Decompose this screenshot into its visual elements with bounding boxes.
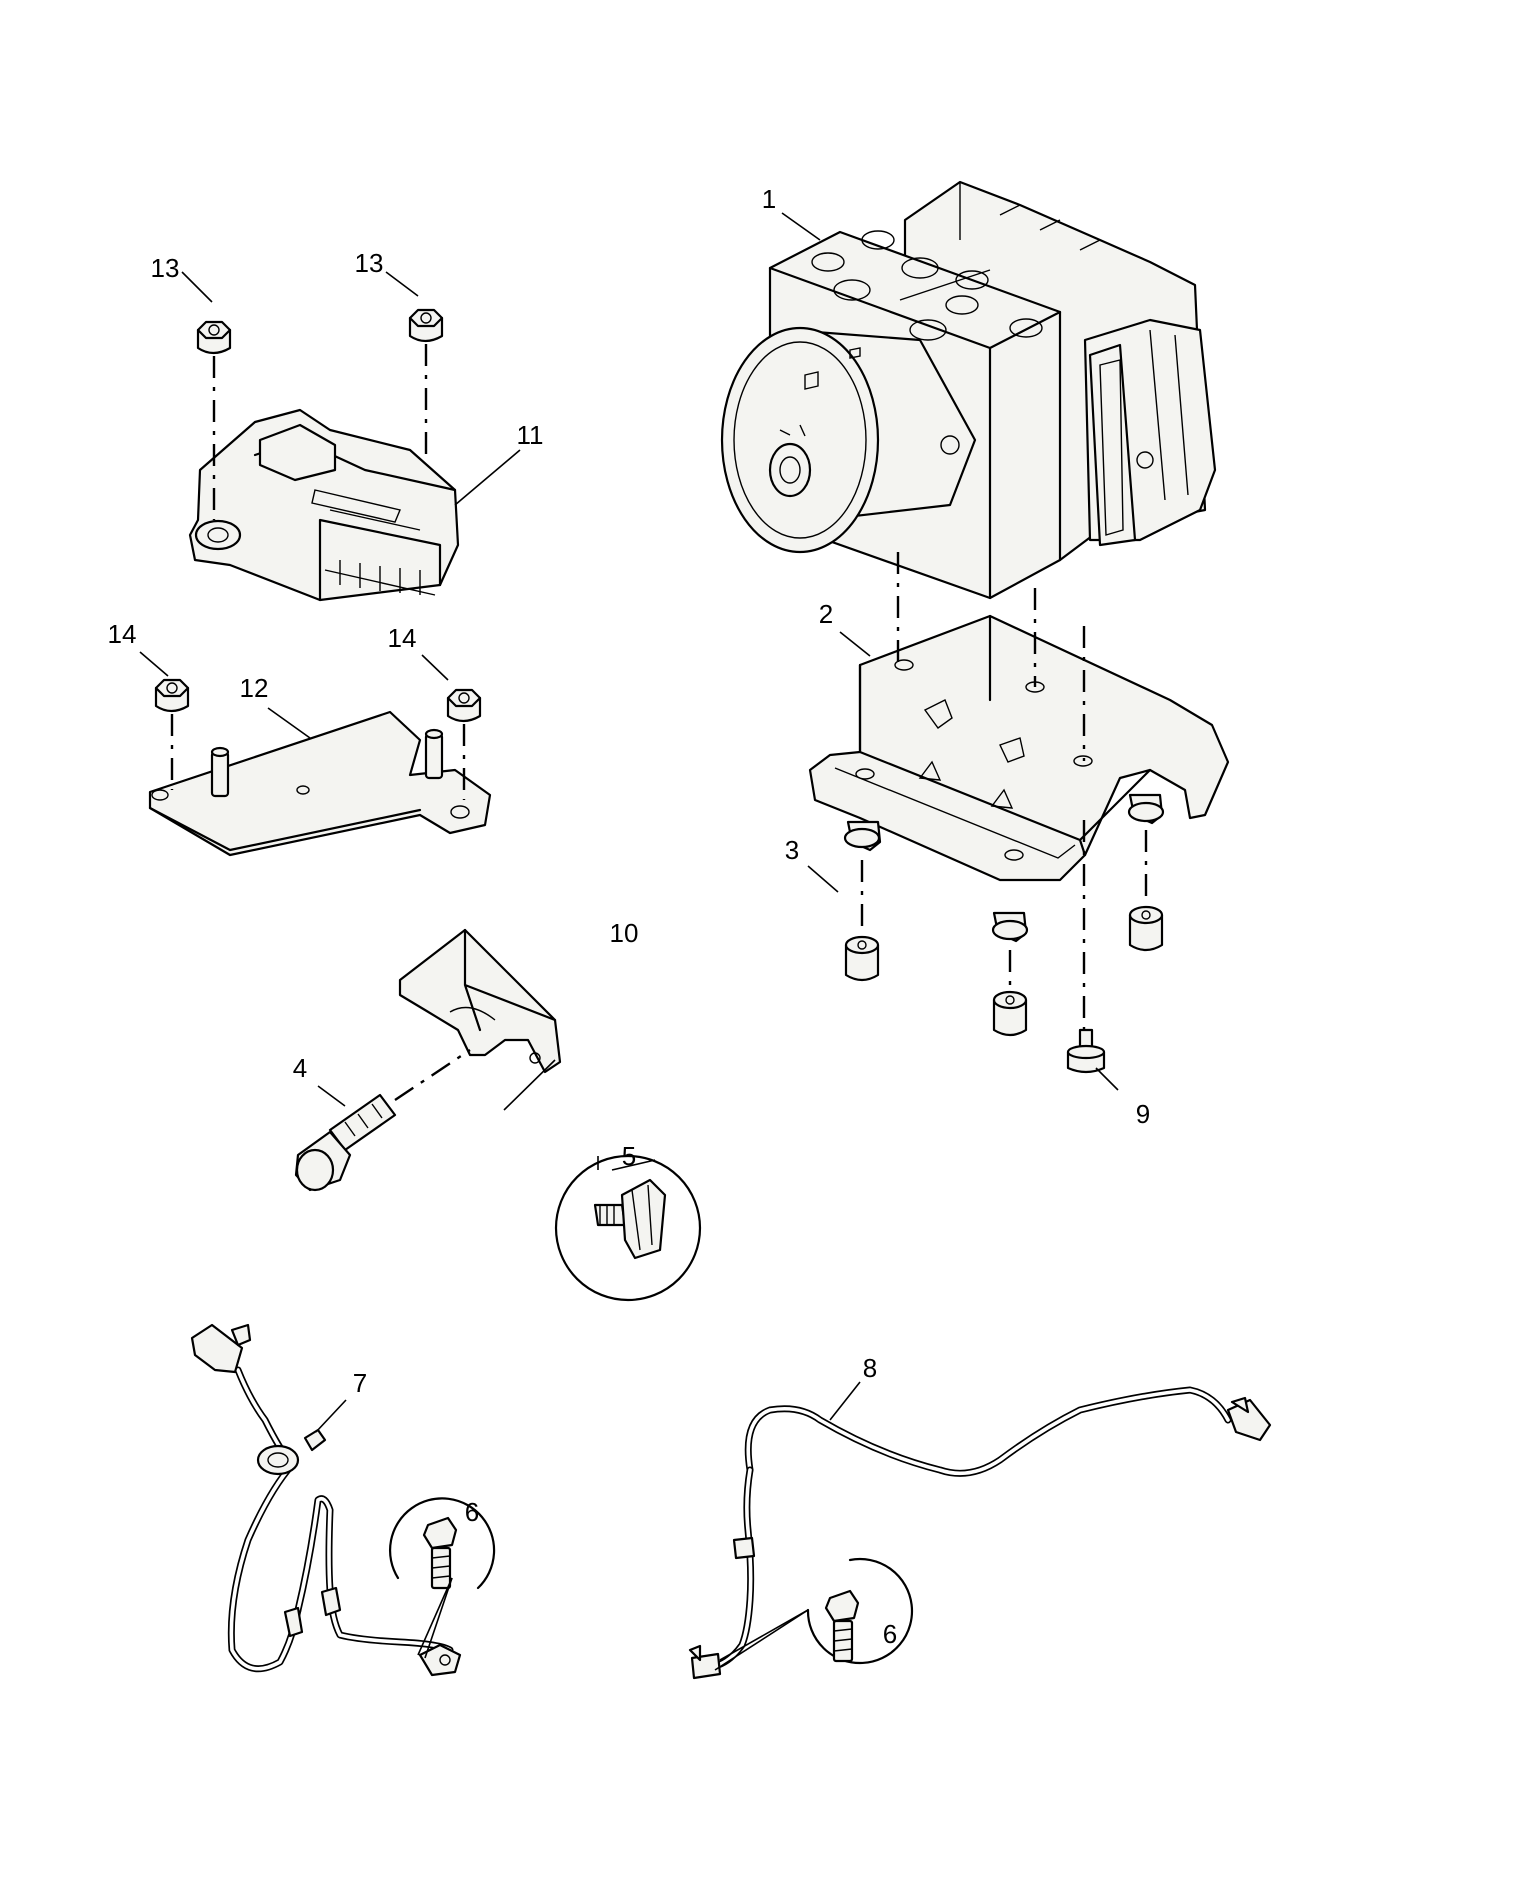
callout-2: 2 [819, 599, 833, 629]
nut-13-right [408, 308, 444, 343]
bolt-detail-left [388, 1497, 496, 1590]
assembly-lines [170, 344, 1148, 1101]
nut-13-left [196, 320, 232, 355]
callout-8: 8 [863, 1353, 877, 1383]
grommet-rear [1128, 905, 1164, 952]
clip-detail [554, 1154, 702, 1302]
rear-wheel-speed-sensor [688, 1386, 1272, 1680]
bracket-bolt [1066, 1028, 1106, 1074]
nut-14-right [446, 688, 482, 723]
grommet-isolators [844, 905, 1164, 1037]
callout-4: 4 [293, 1053, 307, 1083]
nuts [154, 308, 482, 723]
callout-14-right: 14 [388, 623, 417, 653]
callout-7: 7 [353, 1368, 367, 1398]
callout-11: 11 [517, 420, 544, 450]
control-module [188, 408, 460, 602]
callout-5: 5 [622, 1141, 636, 1171]
module-bracket [148, 710, 492, 857]
callout-6-left: 6 [465, 1497, 479, 1527]
callout-10: 10 [610, 918, 639, 948]
bolt-detail-right [806, 1557, 914, 1665]
callout-numbers: 1 2 3 4 5 6 6 7 8 9 10 11 12 13 13 14 14 [108, 184, 1151, 1649]
callout-3: 3 [785, 835, 799, 865]
callout-1: 1 [762, 184, 776, 214]
callout-12: 12 [240, 673, 269, 703]
callout-13-right: 13 [355, 248, 384, 278]
flange-bolt [294, 1093, 397, 1192]
callout-9: 9 [1136, 1099, 1150, 1129]
hydraulic-control-unit [720, 180, 1217, 600]
callout-6-right: 6 [883, 1619, 897, 1649]
grommet-center [992, 990, 1028, 1037]
nut-14-left [154, 678, 190, 713]
sensor-bracket [398, 928, 562, 1074]
front-wheel-speed-sensor [190, 1323, 462, 1677]
callout-13-left: 13 [151, 253, 180, 283]
callout-leaders [139, 212, 1119, 1671]
callout-14-left: 14 [108, 619, 137, 649]
abs-mounting-bracket [808, 614, 1230, 943]
grommet-front [844, 935, 880, 982]
